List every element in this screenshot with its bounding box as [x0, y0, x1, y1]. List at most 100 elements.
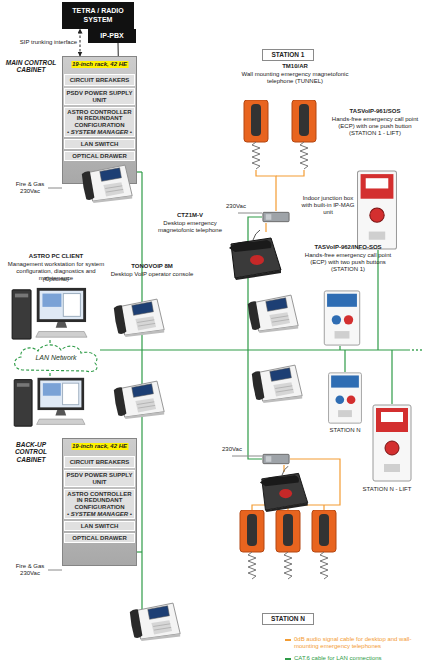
- node-text: BACK-UP CONTROL CABINET: [3, 441, 59, 463]
- power-cable: [238, 213, 262, 214]
- voip-phone: [248, 295, 298, 333]
- wall-phone: [240, 510, 264, 579]
- power-cable: [48, 570, 62, 571]
- caption-text: TM10/AR: [240, 63, 350, 70]
- caption-text: TASVoIP-961/SOS: [326, 108, 424, 115]
- lan-cable: [49, 340, 50, 343]
- ecp-station: [324, 291, 359, 345]
- node-text: STATION N: [271, 615, 305, 622]
- lan-cable: [137, 551, 142, 552]
- rack-module: LAN SWITCH: [64, 139, 135, 149]
- node-text: IP-PBX: [100, 32, 123, 40]
- node-text: LAN Network: [35, 354, 76, 362]
- caption-text: 230Vac: [222, 446, 254, 453]
- rack-module: PSDV POWER SUPPLY UNIT: [64, 88, 135, 105]
- rack-module: OPTICAL DRAWER: [64, 151, 135, 161]
- lan-cable: [391, 350, 392, 404]
- ecp-station: [329, 373, 362, 423]
- caption-text: TONOVOIP 8M: [110, 263, 194, 270]
- power-cable: [232, 456, 262, 457]
- connector: [118, 43, 119, 56]
- caption-text: STATION N: [315, 427, 375, 434]
- node-text: PSDV POWER SUPPLY UNIT: [65, 90, 134, 103]
- caption-text: Management workstation for system config…: [2, 261, 110, 282]
- audio-cable: [276, 170, 304, 176]
- edge-label: SIP trunking interface: [1, 39, 77, 46]
- audio-cable: [323, 505, 324, 510]
- pc-workstation: [14, 378, 85, 426]
- audio-cables: [252, 170, 340, 510]
- audio-cable: [287, 505, 288, 510]
- magnetofonic-phone: [260, 466, 308, 512]
- dot: [416, 349, 418, 351]
- caption-text: Fire & Gas 230Vac: [8, 181, 52, 195]
- audio-cable: [265, 223, 266, 232]
- control-cabinet: BACK-UP CONTROL CABINET19-inch rack, 42 …: [62, 438, 137, 566]
- voip-phone: [252, 365, 302, 403]
- caption-text: Hands-free emergency call point (ECP) wi…: [300, 252, 396, 273]
- node-text: CIRCUIT BREAKERS: [70, 77, 130, 84]
- caption-text: (Optional): [2, 276, 110, 283]
- wall-phone: [244, 100, 268, 169]
- voip-phone: [114, 381, 164, 419]
- node-text: MAIN CONTROL CABINET: [3, 59, 59, 74]
- lan-cable: [377, 250, 378, 350]
- node-text: LAN SWITCH: [81, 141, 119, 148]
- wall-phone: [292, 100, 316, 169]
- audio-cable: [252, 459, 340, 510]
- voip-phone: [114, 299, 164, 337]
- node-text: CIRCUIT BREAKERS: [70, 459, 130, 466]
- audio-cable: [283, 465, 284, 472]
- voip-phone: [130, 603, 180, 641]
- wall-phone: [276, 510, 300, 579]
- node-text: OPTICAL DRAWER: [72, 535, 127, 542]
- legend-swatch: [285, 639, 291, 641]
- power-cables: [48, 188, 262, 570]
- magnetofonic-phone: [229, 230, 281, 280]
- node-text: LAN SWITCH: [81, 523, 119, 530]
- caption-text: 230Vac: [226, 203, 258, 210]
- ecp-lift: [358, 171, 397, 249]
- lan-cable: [49, 373, 50, 376]
- node-text: TETRA / RADIO SYSTEM: [62, 7, 134, 23]
- cloud-shape: [15, 345, 97, 372]
- node-text: OPTICAL DRAWER: [72, 153, 127, 160]
- junction-box: [263, 212, 289, 221]
- junction-box: [263, 454, 289, 463]
- voip-phone: [82, 165, 132, 203]
- lan-cable: [137, 171, 142, 172]
- node-subtext: 19-inch rack, 42 HE: [71, 443, 128, 450]
- node-subtext: 19-inch rack, 42 HE: [71, 61, 128, 68]
- lan-cables: [50, 172, 410, 612]
- caption-text: STATION N - LIFT: [352, 486, 422, 493]
- node-subtext: • SYSTEM MANAGER •: [67, 511, 132, 518]
- caption-text: CTZ1M-V: [150, 212, 230, 219]
- rack-module: CIRCUIT BREAKERS: [64, 456, 135, 468]
- system-box: IP-PBX: [88, 29, 136, 43]
- lan-cable: [248, 217, 262, 459]
- dot: [420, 349, 422, 351]
- audio-cable: [256, 170, 276, 211]
- rack-module: PSDV POWER SUPPLY UNIT: [64, 470, 135, 487]
- node-subtext: • SYSTEM MANAGER •: [67, 129, 132, 136]
- rack-module: OPTICAL DRAWER: [64, 533, 135, 543]
- control-cabinet: MAIN CONTROL CABINET19-inch rack, 42 HEC…: [62, 56, 137, 184]
- rack-module: ASTRO CONTROLLER IN REDUNDANT CONFIGURAT…: [64, 107, 135, 137]
- station-tag: STATION 1: [262, 49, 314, 61]
- lan-cable: [339, 346, 340, 350]
- wall-phone: [312, 510, 336, 579]
- ecp-lift: [373, 405, 411, 481]
- legend-text: 0dB audio signal cable for desktop and w…: [294, 636, 422, 650]
- lan-bus: [100, 349, 410, 350]
- lan-cable: [344, 350, 345, 372]
- caption-text: Desktop emergency magnetofonic telephone: [150, 220, 230, 234]
- connector: [80, 29, 81, 56]
- rack-module: CIRCUIT BREAKERS: [64, 74, 135, 86]
- caption-text: Indoor junction box with built-in IP-MAG…: [298, 195, 358, 216]
- legend-text: CAT.6 cable for LAN connections: [294, 655, 422, 662]
- power-cable: [48, 188, 62, 189]
- rack-module: ASTRO CONTROLLER IN REDUNDANT CONFIGURAT…: [64, 489, 135, 519]
- node-text: ASTRO CONTROLLER IN REDUNDANT CONFIGURAT…: [65, 491, 134, 511]
